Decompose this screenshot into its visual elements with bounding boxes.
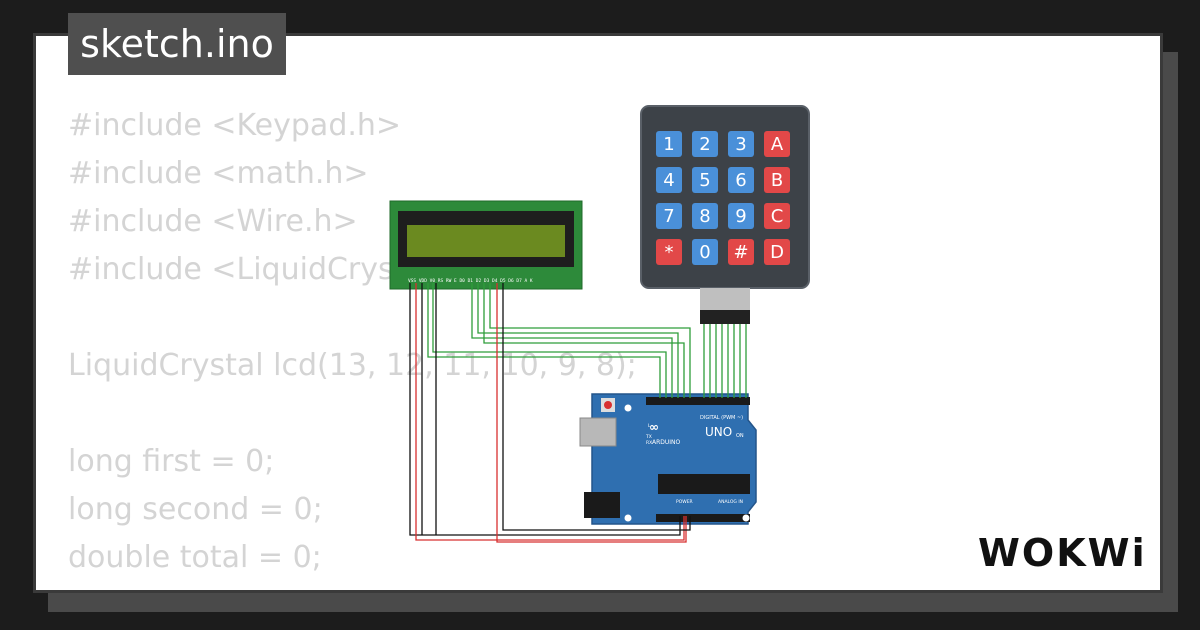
keypad-key-label: 0 xyxy=(699,242,710,263)
keypad-key-label: 5 xyxy=(699,170,710,191)
keypad-key-label: 8 xyxy=(699,206,710,227)
reset-button[interactable] xyxy=(604,401,612,409)
arduino-uno-board[interactable]: DIGITAL (PWM ~) ∞ ARDUINO UNO ON L TX RX… xyxy=(579,393,757,525)
rx-label: RX xyxy=(646,440,652,446)
power-label: POWER xyxy=(676,499,693,505)
code-line: #include <math.h> xyxy=(68,156,369,191)
keypad-key[interactable] xyxy=(764,239,790,265)
keypad-key-label: 2 xyxy=(699,134,710,155)
keypad-key-label: 3 xyxy=(735,134,746,155)
analog-label: ANALOG IN xyxy=(718,499,743,505)
keypad-key-label: 1 xyxy=(663,134,674,155)
on-label: ON xyxy=(736,433,744,439)
lcd-pin-labels: VSS VDD V0 RS RW E D0 D1 D2 D3 D4 D5 D6 … xyxy=(408,278,533,284)
keypad-key-label: C xyxy=(771,206,784,227)
keypad-key[interactable] xyxy=(692,167,718,193)
usb-connector xyxy=(579,417,617,447)
keypad-key-label: B xyxy=(771,170,783,191)
code-line: #include <Wire.h> xyxy=(68,204,358,239)
digital-header xyxy=(646,397,750,405)
keypad-key[interactable] xyxy=(764,167,790,193)
keypad-key[interactable] xyxy=(728,239,754,265)
code-line: #include <Keypad.h> xyxy=(68,108,402,143)
wokwi-logo: WOKWi xyxy=(978,531,1146,575)
atmega-chip xyxy=(658,474,750,494)
file-name-badge[interactable]: sketch.ino xyxy=(68,13,286,75)
keypad-key-label: 6 xyxy=(735,170,746,191)
lcd-screen xyxy=(407,225,565,257)
lcd-module[interactable]: VSS VDD V0 RS RW E D0 D1 D2 D3 D4 D5 D6 … xyxy=(389,200,583,290)
code-line: double total = 0; xyxy=(68,540,322,575)
wokwi-logo-text: WOKWi xyxy=(978,531,1146,575)
keypad-key-label: 4 xyxy=(663,170,674,191)
code-line: long first = 0; xyxy=(68,444,275,479)
code-line: long second = 0; xyxy=(68,492,323,527)
keypad-key[interactable] xyxy=(692,131,718,157)
keypad-key-label: 9 xyxy=(735,206,746,227)
tx-label: TX xyxy=(645,434,652,440)
keypad-key[interactable] xyxy=(728,167,754,193)
lcd-data-wires xyxy=(427,283,691,398)
arduino-brand-label: ARDUINO xyxy=(652,439,681,446)
keypad-key-label: A xyxy=(771,134,784,155)
power-analog-header xyxy=(656,514,750,522)
keypad-key-label: 7 xyxy=(663,206,674,227)
infinity-logo: ∞ xyxy=(649,420,659,434)
uno-label: UNO xyxy=(705,425,732,439)
power-jack xyxy=(584,492,620,518)
keypad-key[interactable] xyxy=(656,131,682,157)
keypad-key[interactable] xyxy=(656,203,682,229)
keypad-wires xyxy=(703,324,747,398)
keypad-key[interactable] xyxy=(692,203,718,229)
digital-label: DIGITAL (PWM ~) xyxy=(700,415,743,421)
code-preview: #include <Keypad.h> #include <math.h> #i… xyxy=(68,102,637,582)
keypad-key[interactable] xyxy=(764,203,790,229)
l-label: L xyxy=(648,423,651,429)
keypad-key[interactable] xyxy=(656,239,682,265)
keypad-key-label: D xyxy=(770,242,784,263)
keypad-key[interactable] xyxy=(728,131,754,157)
keypad-key[interactable] xyxy=(728,203,754,229)
keypad-key-label: # xyxy=(733,242,748,263)
keypad[interactable]: 1 2 3 A 4 5 6 B 7 8 9 C * 0 # D xyxy=(640,105,810,324)
keypad-key[interactable] xyxy=(692,239,718,265)
power-wires xyxy=(409,283,691,543)
keypad-key[interactable] xyxy=(656,167,682,193)
keypad-key-label: * xyxy=(665,242,674,263)
keypad-keys: 1 2 3 A 4 5 6 B 7 8 9 C * 0 # D xyxy=(656,131,790,265)
keypad-key[interactable] xyxy=(764,131,790,157)
